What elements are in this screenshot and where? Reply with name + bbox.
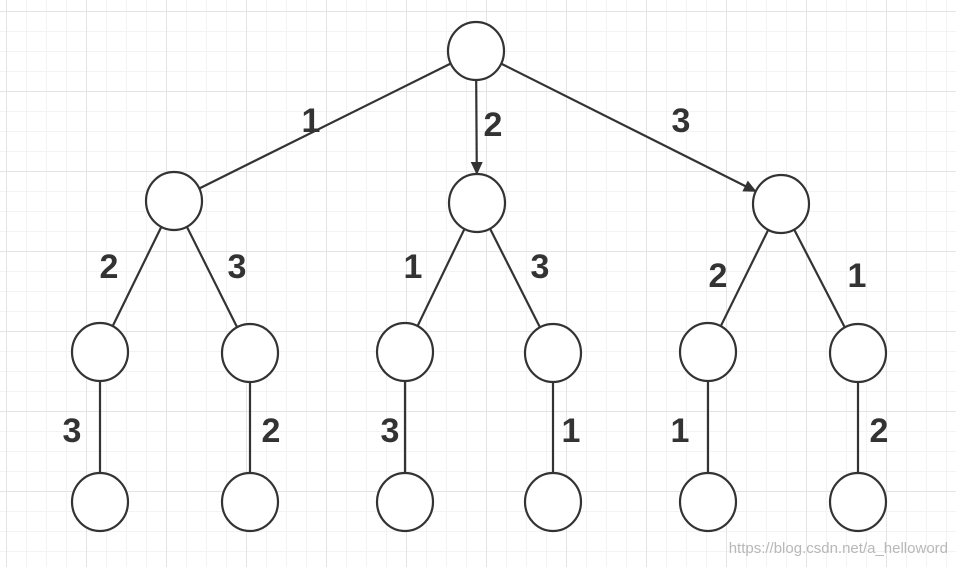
edge-root-n2	[470, 79, 483, 176]
edge-label-root-n1: 1	[302, 102, 321, 140]
edge-n1-n12	[111, 226, 163, 327]
tree-node-n3	[751, 173, 811, 235]
tree-node-n312	[828, 471, 888, 533]
tree-node-n23	[523, 322, 583, 384]
tree-node-n132	[220, 471, 280, 533]
edge-label-n2-n21: 1	[404, 248, 423, 286]
edge-root-n1	[198, 62, 452, 190]
edge-label-n32-n321: 1	[671, 412, 690, 450]
tree-node-n213	[375, 471, 435, 533]
tree-node-n231	[523, 471, 583, 533]
edge-label-n23-n231: 1	[562, 412, 581, 450]
tree-node-n12	[70, 321, 130, 383]
tree-node-n31	[828, 322, 888, 384]
edge-n2-n23	[489, 228, 541, 328]
tree-node-n21	[375, 321, 435, 383]
edge-label-n2-n23: 3	[531, 248, 550, 286]
edge-root-n3	[500, 62, 757, 193]
edge-label-n3-n31: 1	[848, 257, 867, 295]
tree-node-n1	[144, 170, 204, 232]
edge-label-n21-n213: 3	[381, 412, 400, 450]
edge-n2-n21	[416, 228, 466, 327]
tree-node-n2	[447, 172, 507, 234]
tree-node-root	[446, 20, 506, 82]
edge-n3-n32	[719, 229, 770, 327]
edge-label-root-n3: 3	[672, 102, 691, 140]
tree-node-n321	[678, 471, 738, 533]
edge-label-n13-n132: 2	[262, 412, 281, 450]
edge-label-n1-n12: 2	[100, 248, 119, 286]
edge-label-n31-n312: 2	[870, 412, 889, 450]
edge-n3-n31	[793, 229, 846, 328]
edge-label-n3-n32: 2	[709, 257, 728, 295]
tree-node-n32	[678, 321, 738, 383]
edge-n1-n13	[185, 226, 239, 328]
edge-label-root-n2: 2	[484, 106, 503, 144]
watermark-text: https://blog.csdn.net/a_helloword	[728, 540, 948, 557]
tree-node-n13	[220, 322, 280, 384]
edge-label-n12-n123: 3	[63, 412, 82, 450]
tree-node-n123	[70, 471, 130, 533]
edge-label-n1-n13: 3	[228, 248, 247, 286]
